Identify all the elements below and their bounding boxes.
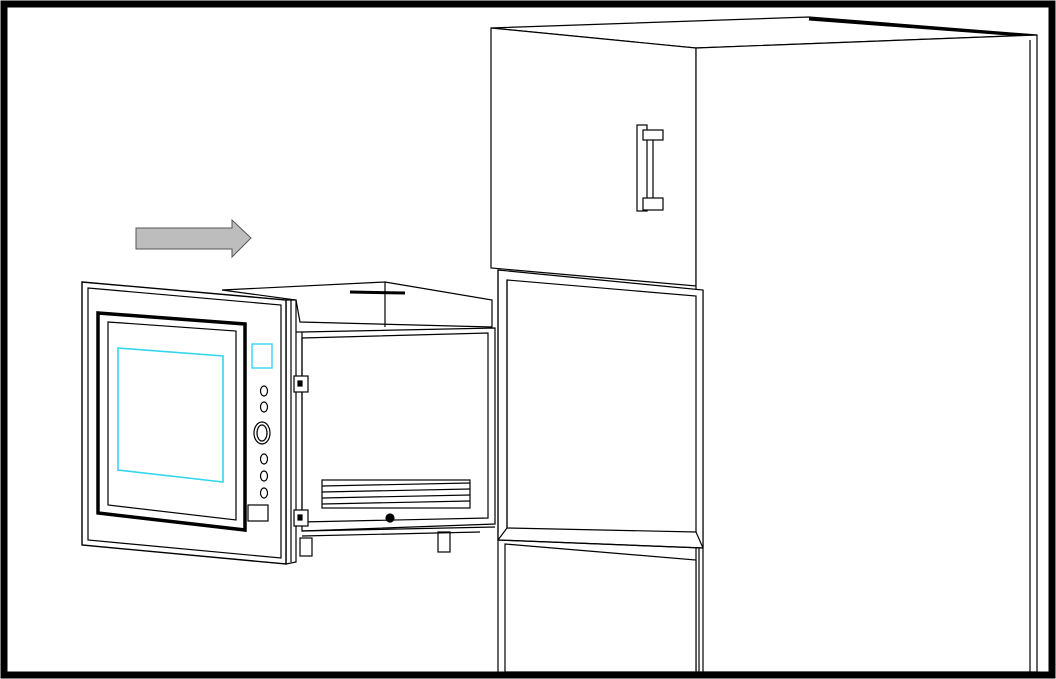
right-arrow-icon <box>135 218 252 259</box>
control-knob <box>253 421 271 445</box>
microwave-foot <box>437 531 451 553</box>
cabinet-opening <box>497 269 704 549</box>
control-display <box>251 343 273 369</box>
door-window <box>117 347 224 483</box>
control-buttons <box>253 385 271 499</box>
microwave-oven <box>81 281 496 565</box>
side-screw <box>385 513 395 523</box>
microwave-door <box>96 311 247 532</box>
tall-cabinet <box>490 16 1038 673</box>
microwave-foot <box>299 537 313 557</box>
door-release-button <box>247 504 269 522</box>
cabinet-side-panel <box>695 34 1038 673</box>
vent-grille <box>321 479 471 509</box>
cabinet-lower-door <box>504 543 697 673</box>
cabinet-upper-door <box>490 27 697 287</box>
door-handle <box>636 124 664 212</box>
